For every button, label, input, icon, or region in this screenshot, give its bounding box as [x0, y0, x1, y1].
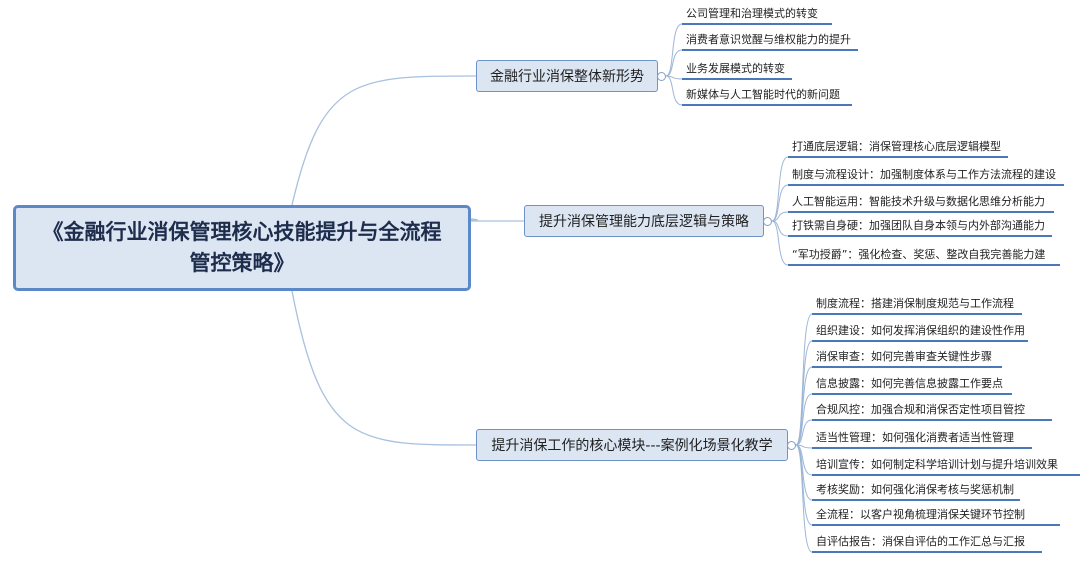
branch-topic[interactable]: 提升消保管理能力底层逻辑与策略 [524, 205, 764, 237]
root-topic[interactable]: 《金融行业消保管理核心技能提升与全流程管控策略》 [13, 205, 471, 291]
leaf-underline [682, 78, 792, 80]
leaf-topic[interactable]: 消费者意识觉醒与维权能力的提升 [686, 33, 851, 46]
branch-leaf-connector [795, 419, 813, 446]
collapse-toggle-icon[interactable] [786, 440, 796, 450]
collapse-toggle-icon[interactable] [762, 216, 772, 226]
leaf-topic[interactable]: 制度流程：搭建消保制度规范与工作流程 [816, 297, 1014, 310]
branch-leaf-connector [771, 220, 789, 237]
leaf-topic[interactable]: 适当性管理：如何强化消费者适当性管理 [816, 431, 1014, 444]
leaf-topic[interactable]: 自评估报告：消保自评估的工作汇总与汇报 [816, 535, 1025, 548]
leaf-underline [788, 235, 1052, 237]
leaf-topic[interactable]: 人工智能运用：智能技术升级与数据化思维分析能力 [792, 195, 1045, 208]
branch-leaf-connector [665, 75, 683, 106]
leaf-underline [788, 264, 1060, 266]
leaf-topic[interactable]: 消保审查：如何完善审查关键性步骤 [816, 350, 992, 363]
leaf-topic[interactable]: 制度与流程设计：加强制度体系与工作方法流程的建设 [792, 168, 1056, 181]
leaf-underline [812, 499, 1020, 501]
leaf-underline [812, 474, 1080, 476]
root-topic-title: 《金融行业消保管理核心技能提升与全流程管控策略》 [42, 220, 442, 275]
leaf-topic[interactable]: 信息披露：如何完善信息披露工作要点 [816, 377, 1003, 390]
root-branch-connector [291, 290, 477, 446]
leaf-topic[interactable]: 全流程：以客户视角梳理消保关键环节控制 [816, 508, 1025, 521]
leaf-topic[interactable]: 考核奖励：如何强化消保考核与奖惩机制 [816, 483, 1014, 496]
leaf-topic[interactable]: 打铁需自身硬：加强团队自身本领与内外部沟通能力 [792, 219, 1045, 232]
leaf-underline [812, 366, 1002, 368]
branch-leaf-connector [795, 444, 813, 501]
branch-leaf-connector [795, 444, 813, 553]
leaf-topic[interactable]: “军功授爵”：强化检查、奖惩、整改自我完善能力建 [792, 248, 1046, 261]
leaf-topic[interactable]: 业务发展模式的转变 [686, 62, 785, 75]
branch-leaf-connector [665, 23, 683, 77]
leaf-topic[interactable]: 新媒体与人工智能时代的新问题 [686, 88, 840, 101]
leaf-underline [812, 447, 1032, 449]
leaf-underline [812, 551, 1042, 553]
leaf-underline [788, 184, 1064, 186]
leaf-underline [682, 49, 858, 51]
branch-topic[interactable]: 提升消保工作的核心模块---案例化场景化教学 [476, 429, 788, 461]
leaf-topic[interactable]: 打通底层逻辑：消保管理核心底层逻辑模型 [792, 140, 1001, 153]
leaf-underline [788, 156, 1008, 158]
branch-leaf-connector [771, 211, 789, 222]
leaf-underline [812, 393, 1012, 395]
leaf-underline [682, 23, 832, 25]
branch-topic-label: 提升消保管理能力底层逻辑与策略 [539, 214, 749, 230]
root-branch-connector [291, 75, 477, 206]
branch-topic-label: 金融行业消保整体新形势 [490, 69, 644, 85]
leaf-underline [788, 211, 1054, 213]
collapse-toggle-icon[interactable] [656, 71, 666, 81]
leaf-topic[interactable]: 合规风控：加强合规和消保否定性项目管控 [816, 403, 1025, 416]
branch-topic-label: 提升消保工作的核心模块---案例化场景化教学 [491, 438, 773, 454]
branch-leaf-connector [771, 220, 789, 266]
branch-leaf-connector [771, 156, 789, 222]
leaf-topic[interactable]: 组织建设：如何发挥消保组织的建设性作用 [816, 324, 1025, 337]
root-branch-connector [461, 218, 525, 222]
leaf-underline [812, 313, 1022, 315]
leaf-underline [682, 104, 852, 106]
leaf-underline [812, 524, 1060, 526]
leaf-underline [812, 419, 1052, 421]
branch-leaf-connector [665, 49, 683, 77]
branch-topic[interactable]: 金融行业消保整体新形势 [476, 60, 658, 92]
branch-leaf-connector [795, 393, 813, 446]
leaf-underline [812, 340, 1028, 342]
branch-leaf-connector [771, 184, 789, 222]
leaf-topic[interactable]: 公司管理和治理模式的转变 [686, 7, 818, 20]
leaf-topic[interactable]: 培训宣传：如何制定科学培训计划与提升培训效果 [816, 458, 1058, 471]
